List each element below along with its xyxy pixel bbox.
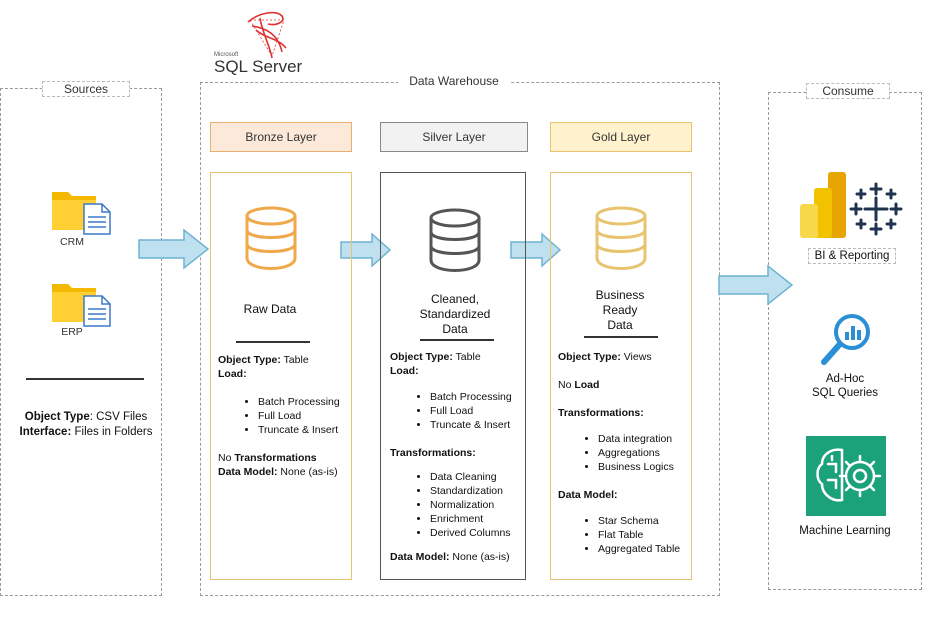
list-item: Batch Processing [258, 395, 348, 409]
folder-file-icon [52, 192, 111, 235]
interface-label: Interface: [19, 426, 72, 438]
list-item: Full Load [258, 409, 348, 423]
sql-server-swirl-icon [247, 11, 287, 59]
transformations-label: Transformations: [390, 447, 476, 459]
load-label: Load [574, 379, 600, 391]
machine-learning-label: Machine Learning [799, 525, 891, 537]
list-item: Normalization [430, 498, 524, 512]
flow-arrow [718, 264, 794, 306]
gold-layer-box [550, 172, 692, 580]
interface-value: Files in Folders [71, 426, 153, 438]
load-label: Load: [390, 365, 419, 377]
list-item: Data integration [598, 432, 690, 446]
silver-layer-header: Silver Layer [380, 122, 528, 152]
flow-arrow [510, 232, 562, 268]
list-item: Aggregations [598, 446, 690, 460]
bronze-heading: Raw Data [243, 302, 297, 316]
data-model-value: None (as-is) [277, 466, 338, 478]
list-item: Truncate & Insert [430, 418, 524, 432]
flow-arrow [138, 228, 210, 270]
list-item: Batch Processing [430, 390, 524, 404]
silver-heading: Cleaned, Standardized Data [395, 292, 515, 337]
gold-info: Object Type: Views No Load Transformatio… [558, 350, 690, 556]
list-item: Truncate & Insert [258, 423, 348, 437]
gold-layer-header: Gold Layer [550, 122, 692, 152]
gold-heading: Business Ready Data [560, 288, 680, 333]
logo-brand: Microsoft [214, 52, 239, 58]
list-item: Full Load [430, 404, 524, 418]
silver-heading-line: Cleaned, [430, 292, 480, 306]
sql-server-logo: Microsoft SQL Server [212, 8, 322, 80]
database-icon [245, 206, 297, 270]
adhoc-line: Ad-Hoc [825, 373, 865, 385]
silver-heading-line: Standardized [419, 307, 491, 321]
tableau-icon [849, 182, 903, 236]
transformations-label: Transformations: [558, 407, 644, 419]
data-model-value: None (as-is) [449, 551, 510, 563]
silver-heading-line: Data [442, 322, 468, 336]
object-type-label: Object Type [24, 411, 90, 423]
object-type-value: Table [452, 351, 481, 363]
transformations-list: Data integration Aggregations Business L… [558, 432, 690, 474]
load-list: Batch Processing Full Load Truncate & In… [218, 395, 348, 437]
bronze-layer-box [210, 172, 352, 580]
object-type-label: Object Type: [558, 351, 621, 363]
list-item: Derived Columns [430, 526, 524, 540]
bi-reporting-label: BI & Reporting [808, 248, 896, 264]
source-file-crm-label: CRM [60, 236, 84, 248]
source-file-erp-label: ERP [61, 326, 83, 338]
sources-section [0, 88, 162, 596]
object-type-value: Table [280, 354, 309, 366]
list-item: Star Schema [598, 514, 690, 528]
sources-label: Sources [42, 81, 130, 97]
transformations-list: Data Cleaning Standardization Normalizat… [390, 470, 524, 540]
object-type-label: Object Type: [390, 351, 453, 363]
list-item: Enrichment [430, 512, 524, 526]
silver-layer-box [380, 172, 526, 580]
object-type-value: Views [620, 351, 652, 363]
object-type-label: Object Type: [218, 354, 281, 366]
silver-divider [420, 339, 494, 341]
folder-file-icon [52, 284, 111, 327]
load-label: Load: [218, 368, 247, 380]
gold-heading-line: Business [595, 288, 645, 302]
no-prefix: No [218, 452, 235, 464]
silver-info: Object Type: Table Load: Batch Processin… [390, 350, 524, 564]
search-analytics-icon [821, 314, 870, 365]
data-model-label: Data Model: [218, 466, 278, 478]
power-bi-icon [800, 172, 846, 238]
list-item: Standardization [430, 484, 524, 498]
machine-learning-icon [806, 436, 886, 516]
logo-product: SQL Server [214, 57, 303, 76]
data-model-label: Data Model: [390, 551, 450, 563]
list-item: Flat Table [598, 528, 690, 542]
adhoc-sql-label: Ad-Hoc SQL Queries [790, 372, 900, 400]
data-model-list: Star Schema Flat Table Aggregated Table [558, 514, 690, 556]
gold-divider [584, 336, 658, 338]
consume-label: Consume [806, 83, 890, 99]
gold-heading-line: Data [607, 318, 633, 332]
bronze-info: Object Type: Table Load: Batch Processin… [218, 353, 348, 479]
data-model-label: Data Model: [558, 489, 618, 501]
flow-arrow [340, 232, 392, 268]
warehouse-label: Data Warehouse [398, 74, 510, 88]
gold-heading-line: Ready [602, 303, 638, 317]
list-item: Data Cleaning [430, 470, 524, 484]
bronze-divider [236, 341, 310, 343]
object-type-value: : CSV Files [89, 411, 148, 423]
transformations-label: Transformations [234, 452, 317, 464]
database-icon [595, 206, 647, 270]
list-item: Aggregated Table [598, 542, 690, 556]
sources-divider [26, 378, 144, 380]
bronze-layer-header: Bronze Layer [210, 122, 352, 152]
adhoc-line: SQL Queries [811, 387, 879, 399]
database-icon [429, 208, 481, 272]
no-prefix: No [558, 379, 575, 391]
list-item: Business Logics [598, 460, 690, 474]
sources-info: Object Type: CSV Files Interface: Files … [6, 410, 166, 440]
load-list: Batch Processing Full Load Truncate & In… [390, 390, 524, 432]
